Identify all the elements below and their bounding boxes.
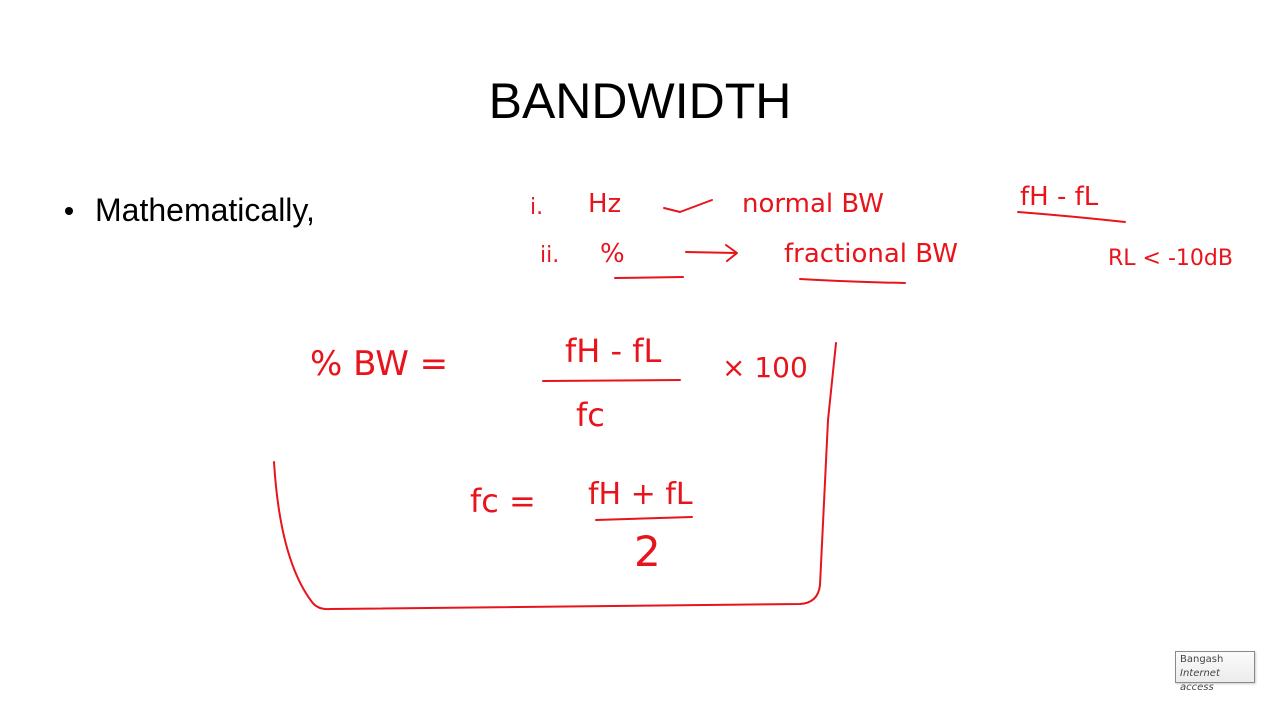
network-tooltip: Bangash Internet access (1175, 651, 1255, 693)
bullet-item: Mathematically, (60, 192, 315, 229)
line1-number: i. (530, 195, 543, 220)
line1-formula-underline (1017, 211, 1126, 223)
formula1-denominator: fc (576, 396, 605, 434)
network-status: Internet access (1180, 668, 1220, 693)
formula2-numerator: fH + fL (588, 477, 693, 512)
formula2-lhs: fc = (470, 482, 536, 520)
formula1-fraction-bar (542, 379, 681, 382)
slide-title: BANDWIDTH (488, 73, 792, 129)
line2-extra: RL < -10dB (1108, 246, 1233, 271)
formula-enclosure (273, 342, 837, 611)
bullet-dot (65, 206, 73, 215)
line1-description: normal BW (742, 189, 884, 219)
line1-check-mark (663, 199, 713, 213)
formula2-denominator: 2 (634, 527, 661, 576)
line2-number: ii. (540, 243, 559, 268)
bullet-text: Mathematically, (95, 192, 315, 228)
line2-description: fractional BW (784, 239, 958, 269)
line1-formula: fH - fL (1020, 182, 1099, 212)
line1-unit: Hz (588, 189, 621, 219)
formula1-lhs: % BW = (310, 344, 448, 384)
formula2-fraction-bar (595, 516, 693, 521)
network-name: Bangash (1180, 654, 1224, 665)
line2-unit: % (600, 239, 625, 269)
formula1-numerator: fH - fL (565, 332, 661, 370)
line2-description-underline (799, 278, 906, 284)
line2-unit-underline (614, 276, 684, 279)
line2-arrow (685, 244, 738, 262)
formula1-multiplier: × 100 (722, 351, 808, 384)
